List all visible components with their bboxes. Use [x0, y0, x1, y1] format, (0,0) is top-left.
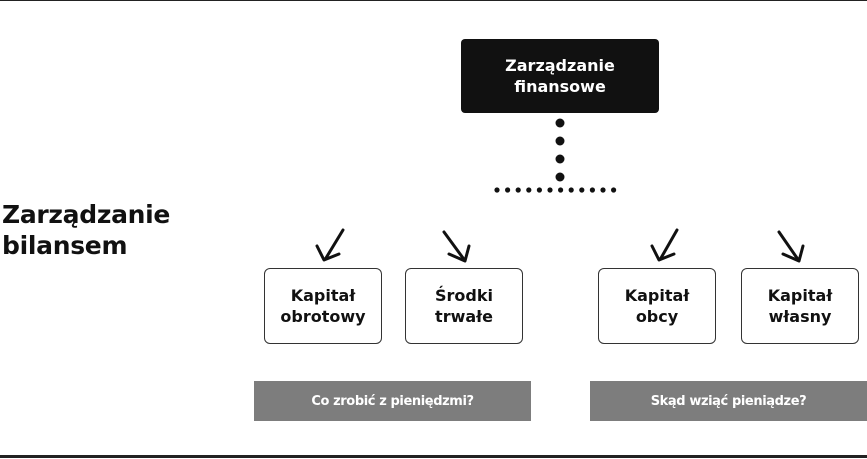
connector-dot [526, 187, 532, 193]
connector-dot [589, 187, 596, 193]
connector-dot [555, 118, 565, 128]
connector-dot [536, 187, 543, 193]
node-label-line-1: Kapitał [290, 286, 356, 305]
connector-dot [547, 187, 553, 193]
connector-dot [505, 187, 511, 193]
node-kapital-obcy: Kapitał obcy [598, 268, 716, 344]
node-label-line-2: obrotowy [280, 307, 366, 326]
connector-dot [579, 187, 585, 193]
top-rule [0, 0, 867, 1]
node-kapital-obrotowy: Kapitał obrotowy [264, 268, 382, 344]
root-node-line-2: finansowe [514, 77, 606, 96]
question-banner-source-of-money: Skąd wziąć pieniądze? [590, 381, 867, 421]
node-label-line-1: Kapitał [767, 286, 833, 305]
arrow-to-kapital-obcy [650, 228, 679, 262]
bottom-rule [0, 455, 867, 458]
side-title: Zarządzanie bilansem [2, 199, 202, 261]
arrow-to-kapital-wlasny [777, 230, 805, 263]
connector-dot [494, 187, 500, 193]
connector-dot [558, 187, 564, 193]
node-label-line-1: Środki [435, 286, 493, 305]
horizontal-dotted-connector [494, 187, 617, 193]
node-srodki-trwale: Środki trwałe [405, 268, 523, 344]
side-title-line-2: bilansem [2, 231, 128, 260]
connector-dot [555, 154, 565, 164]
root-node: Zarządzanie finansowe [461, 39, 659, 113]
arrows [315, 228, 805, 263]
connector-dot [568, 187, 574, 193]
node-label-line-2: trwałe [435, 307, 493, 326]
connector-dot [555, 172, 565, 182]
node-label-line-1: Kapitał [624, 286, 690, 305]
arrow-to-kapital-obrotowy [315, 228, 345, 262]
connector-dot [611, 187, 617, 193]
node-label-line-2: własny [768, 307, 832, 326]
connector-dot [600, 187, 606, 193]
side-title-line-1: Zarządzanie [2, 200, 171, 229]
connector-dot [555, 136, 565, 146]
root-node-line-1: Zarządzanie [505, 56, 615, 75]
question-banner-use-of-money: Co zrobić z pieniędzmi? [254, 381, 531, 421]
node-kapital-wlasny: Kapitał własny [741, 268, 859, 344]
arrow-to-srodki-trwale [442, 230, 471, 263]
vertical-dotted-connector [555, 118, 565, 182]
connector-dot [515, 187, 521, 193]
node-label-line-2: obcy [635, 307, 679, 326]
